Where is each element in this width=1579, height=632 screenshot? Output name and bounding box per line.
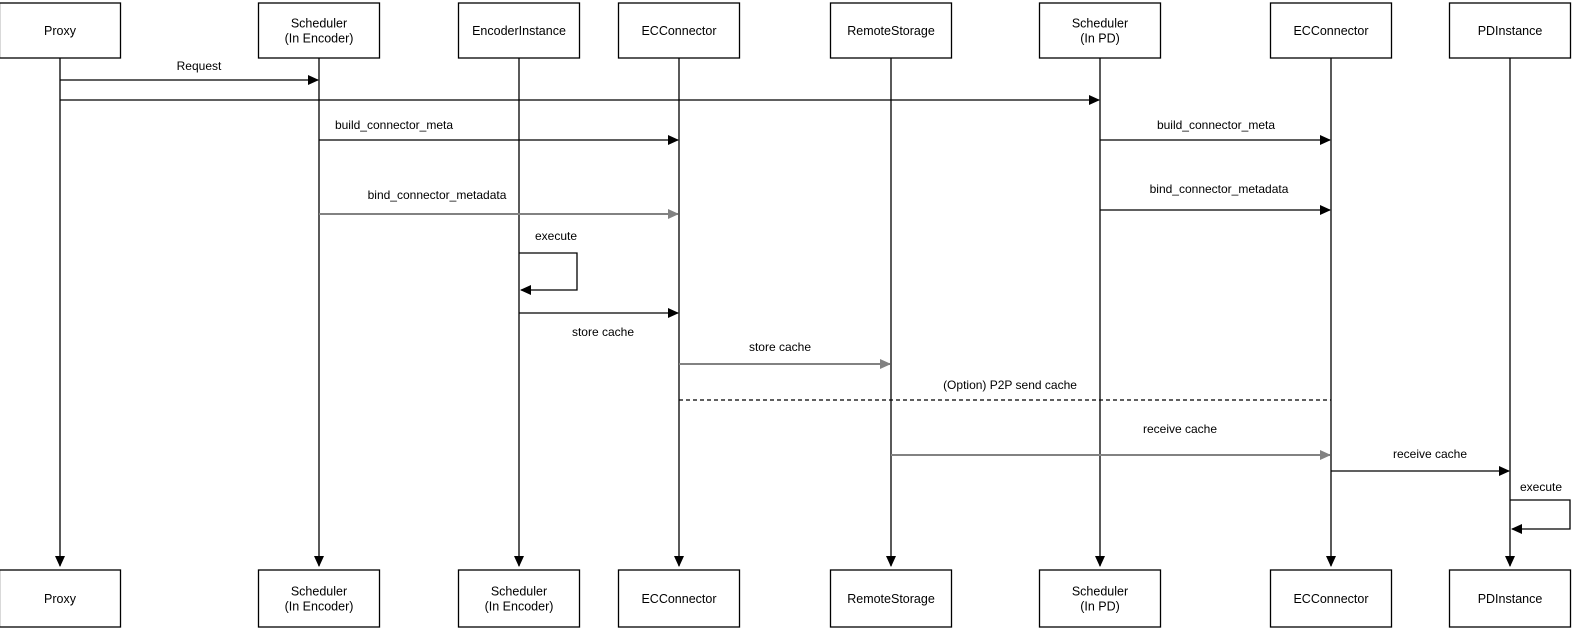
actor-bottom-label-remote-storage: RemoteStorage <box>847 592 935 606</box>
actor-top-box-scheduler-encoder <box>257 2 381 59</box>
actor-bottom-label-proxy: Proxy <box>44 592 77 606</box>
self-loop-label-1: execute <box>1520 480 1562 494</box>
actor-top-box-ec-connector-1 <box>617 2 741 59</box>
actor-bottom-box-proxy <box>0 569 122 628</box>
message-label-bind-connector-metadata: bind_connector_metadata <box>1150 182 1289 196</box>
actor-top-box-scheduler-pd <box>1038 2 1162 59</box>
actor-top-label-remote-storage: RemoteStorage <box>847 24 935 38</box>
actor-top-box-ec-connector-2 <box>1269 2 1393 59</box>
message-label-build-connector-meta: build_connector_meta <box>1157 118 1275 132</box>
actor-bottom-label-scheduler-pd: Scheduler(In PD) <box>1072 585 1128 614</box>
message-label-store-cache: store cache <box>749 340 811 354</box>
actor-bottom-box-remote-storage <box>829 569 953 628</box>
actor-top-label-proxy: Proxy <box>44 24 77 38</box>
actor-top-label-encoder-instance: EncoderInstance <box>472 24 566 38</box>
self-loop-0 <box>519 252 578 295</box>
message-label-receive-cache: receive cache <box>1143 422 1217 436</box>
actor-top-box-proxy <box>0 2 122 59</box>
actor-bottom-box-encoder-instance <box>457 569 581 628</box>
message-label--option-p2p-send-cache: (Option) P2P send cache <box>943 378 1077 392</box>
actor-top-label-ec-connector-2: ECConnector <box>1293 24 1368 38</box>
actor-bottom-label-ec-connector-2: ECConnector <box>1293 592 1368 606</box>
actor-bottom-label-encoder-instance: Scheduler(In Encoder) <box>485 585 554 614</box>
actor-bottom-label-scheduler-encoder: Scheduler(In Encoder) <box>285 585 354 614</box>
self-loop-1 <box>1510 499 1571 534</box>
actor-top-label-scheduler-encoder: Scheduler(In Encoder) <box>285 17 354 46</box>
message-label-bind-connector-metadata: bind_connector_metadata <box>368 188 507 202</box>
message-label-request: Request <box>177 59 222 73</box>
message-label-receive-cache: receive cache <box>1393 447 1467 461</box>
actor-bottom-label-pd-instance: PDInstance <box>1478 592 1543 606</box>
actor-top-box-encoder-instance <box>457 2 581 59</box>
actor-bottom-box-ec-connector-2 <box>1269 569 1393 628</box>
actor-bottom-box-ec-connector-1 <box>617 569 741 628</box>
actor-top-label-ec-connector-1: ECConnector <box>641 24 716 38</box>
actor-top-label-pd-instance: PDInstance <box>1478 24 1543 38</box>
actor-bottom-box-scheduler-encoder <box>257 569 381 628</box>
message-label-build-connector-meta: build_connector_meta <box>335 118 453 132</box>
actor-top-label-scheduler-pd: Scheduler(In PD) <box>1072 17 1128 46</box>
self-loop-label-0: execute <box>535 229 577 243</box>
message-label-store-cache: store cache <box>572 325 634 339</box>
actor-bottom-label-ec-connector-1: ECConnector <box>641 592 716 606</box>
actor-bottom-box-pd-instance <box>1448 569 1572 628</box>
actor-bottom-box-scheduler-pd <box>1038 569 1162 628</box>
actor-top-box-pd-instance <box>1448 2 1572 59</box>
actor-top-box-remote-storage <box>829 2 953 59</box>
